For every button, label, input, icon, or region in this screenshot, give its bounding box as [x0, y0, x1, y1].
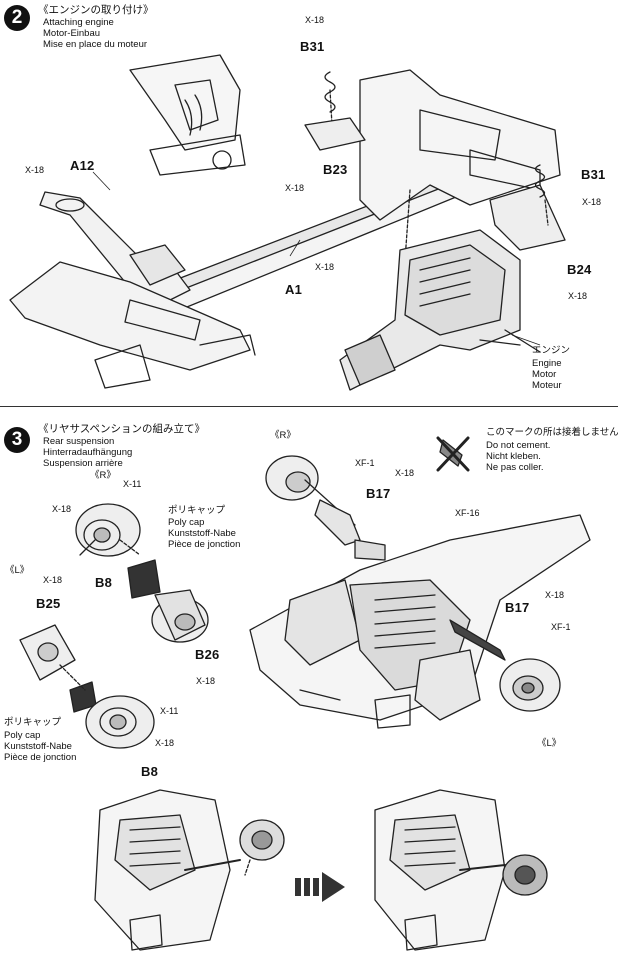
- right-side-label: 《R》: [270, 430, 296, 441]
- screw-label: X-18: [305, 15, 325, 25]
- screw-label: X-18: [52, 504, 72, 514]
- screw-label: X-18: [395, 468, 415, 478]
- left-side-label: 《L》: [537, 738, 562, 749]
- part-label: B31: [581, 167, 606, 182]
- polycap-label-en: Poly cap: [168, 517, 205, 528]
- right-side-label: 《R》: [90, 470, 116, 481]
- part-label: B25: [36, 596, 61, 611]
- part-label: A12: [70, 158, 95, 173]
- left-side-label: 《L》: [5, 565, 30, 576]
- engine-label-jp: エンジン: [532, 345, 571, 356]
- part-label: B17: [505, 600, 530, 615]
- screw-label: X-18: [155, 738, 175, 748]
- polycap-label-jp: ポリキャップ: [4, 717, 62, 728]
- part-label: B17: [366, 486, 391, 501]
- step-title-jp: 《エンジンの取り付け》: [38, 4, 154, 16]
- step-title-jp: 《リヤサスペンションの組み立て》: [38, 423, 206, 435]
- step-title-fr: Mise en place du moteur: [43, 39, 148, 50]
- polycap-label-de: Kunststoff-Nabe: [168, 528, 236, 539]
- part-label: B23: [323, 162, 348, 177]
- polycap-label-jp: ポリキャップ: [168, 505, 226, 516]
- no-cement-de: Nicht kleben.: [486, 451, 541, 462]
- engine-label-fr: Moteur: [532, 380, 562, 391]
- polycap-label-de: Kunststoff-Nabe: [4, 741, 72, 752]
- step-title-de: Motor-Einbau: [43, 28, 101, 39]
- polycap-label-fr: Pièce de jonction: [4, 752, 77, 763]
- section-divider: [0, 406, 618, 407]
- part-label: B8: [141, 764, 159, 779]
- part-label: A1: [285, 282, 303, 297]
- part-label: B24: [567, 262, 592, 277]
- no-cement-en: Do not cement.: [486, 440, 551, 451]
- screw-label: X-18: [196, 676, 216, 686]
- screw-label: X-18: [568, 291, 588, 301]
- paint-label: XF-1: [551, 622, 571, 632]
- step-title-en: Rear suspension: [43, 436, 115, 447]
- screw-label: X-18: [582, 197, 602, 207]
- polycap-label-en: Poly cap: [4, 730, 41, 741]
- part-label: B26: [195, 647, 220, 662]
- step-title-en: Attaching engine: [43, 17, 114, 28]
- step-number: 2: [4, 5, 30, 31]
- step-title-fr: Suspension arrière: [43, 458, 123, 469]
- step-number: 3: [4, 427, 30, 453]
- part-label: B31: [300, 39, 325, 54]
- polycap-label-fr: Pièce de jonction: [168, 539, 241, 550]
- engine-label-de: Motor: [532, 369, 557, 380]
- step-title-de: Hinterradaufhängung: [43, 447, 133, 458]
- screw-label: X-18: [315, 262, 335, 272]
- screw-label: X-18: [43, 575, 63, 585]
- no-cement-fr: Ne pas coller.: [486, 462, 544, 473]
- paint-label: XF-1: [355, 458, 375, 468]
- engine-label-en: Engine: [532, 358, 562, 369]
- screw-label: X-18: [25, 165, 45, 175]
- no-cement-jp: このマークの所は接着しません。: [486, 427, 618, 438]
- screw-label: X-11: [123, 479, 142, 489]
- part-label: B8: [95, 575, 113, 590]
- screw-label: X-18: [545, 590, 565, 600]
- screw-label: X-11: [160, 706, 179, 716]
- screw-label: X-18: [285, 183, 305, 193]
- paint-label: XF-16: [455, 508, 480, 518]
